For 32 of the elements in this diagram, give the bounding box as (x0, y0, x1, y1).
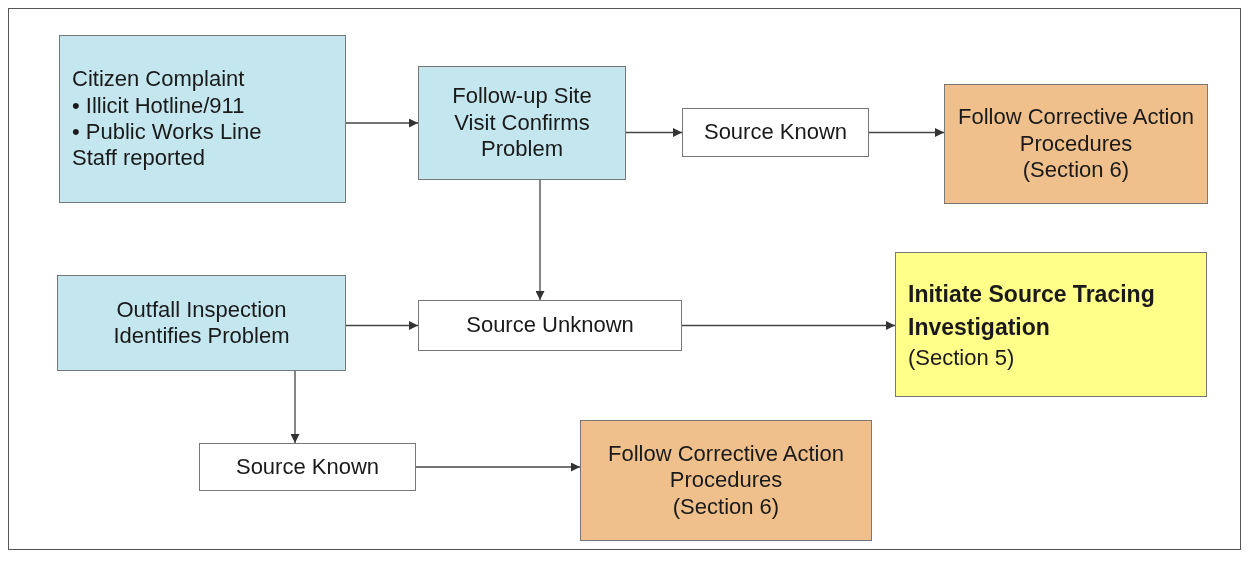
box-text: Follow Corrective Action Procedures (957, 104, 1195, 158)
process-box (580, 420, 872, 541)
arrow (345, 118, 419, 128)
box-text: Follow-up Site Visit Confirms Problem (451, 83, 593, 163)
box-text: Follow Corrective Action Procedures (607, 440, 845, 494)
box-text: Source Known (703, 119, 848, 146)
arrow (290, 370, 300, 444)
box-text: Source Unknown (466, 312, 634, 339)
arrow (535, 179, 545, 301)
box-text: Citizen Complaint (72, 66, 245, 93)
process-box (199, 443, 416, 491)
process-box (418, 300, 682, 351)
arrow (345, 321, 419, 330)
box-text: • Public Works Line (72, 119, 262, 146)
process-box (57, 275, 346, 371)
process-box (682, 108, 869, 157)
box-text: (Section 6) (672, 493, 780, 521)
arrow (868, 128, 945, 137)
arrow (681, 321, 896, 330)
arrow (415, 462, 581, 472)
process-box (944, 84, 1208, 204)
process-box (59, 35, 346, 203)
box-text: Staff reported (72, 145, 205, 172)
box-text: Source Known (235, 453, 380, 481)
process-box (418, 66, 626, 180)
box-text: (Section 5) (908, 344, 1015, 372)
box-heading: Initiate Source Tracing Investigation (908, 279, 1156, 343)
box-text: (Section 6) (1022, 157, 1130, 184)
arrow (625, 128, 683, 137)
box-text: • Illicit Hotline/911 (72, 92, 245, 119)
process-box (895, 252, 1207, 397)
box-text: Outfall Inspection Identifies Problem (112, 296, 291, 350)
